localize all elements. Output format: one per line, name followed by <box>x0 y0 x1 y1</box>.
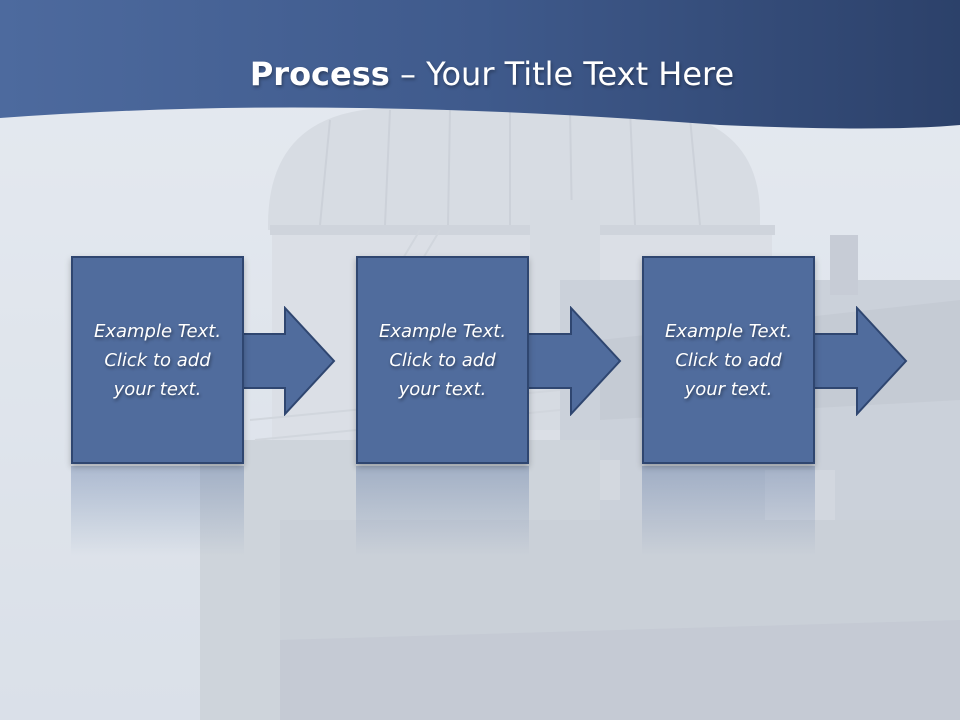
title-bold-text: Process <box>249 55 390 93</box>
step-3-text: Example Text. Click to add your text. <box>664 320 793 400</box>
slide-title[interactable]: Process – Your Title Text Here <box>0 52 960 96</box>
title-banner <box>0 0 960 129</box>
title-text: – Your Title Text Here <box>389 55 735 93</box>
process-step-3[interactable]: Example Text. Click to add your text. <box>642 256 815 464</box>
arrow-right-icon <box>526 306 622 416</box>
step-1-text: Example Text. Click to add your text. <box>93 320 222 400</box>
process-step-1[interactable]: Example Text. Click to add your text. <box>71 256 244 464</box>
step-3-reflection <box>642 466 815 556</box>
step-2-reflection <box>356 466 529 556</box>
step-2-text: Example Text. Click to add your text. <box>378 320 507 400</box>
arrow-right-icon <box>240 306 336 416</box>
arrow-right-icon <box>812 306 908 416</box>
process-step-2[interactable]: Example Text. Click to add your text. <box>356 256 529 464</box>
step-1-reflection <box>71 466 244 556</box>
